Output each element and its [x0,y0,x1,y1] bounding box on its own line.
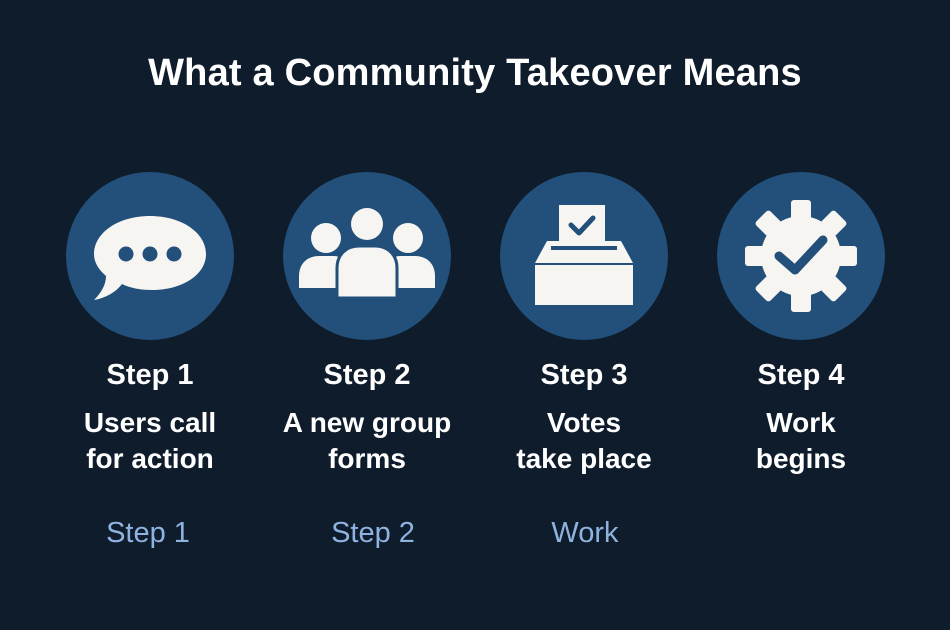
step-3-description: Votes take place [474,405,694,477]
step-4-circle [717,172,885,340]
step-4-label: Step 4 [757,359,845,391]
gear-check-icon [745,200,857,312]
step-2-desc-line2: forms [328,443,406,474]
step-4: Step 4 Work begins [691,172,911,477]
step-1-description: Users call for action [40,405,260,477]
step-1-circle [66,172,234,340]
step-2-desc-line1: A new group [282,407,452,438]
step-3-desc-line1: Votes [546,407,622,438]
page-title: What a Community Takeover Means [148,52,802,94]
step-1-desc-line1: Users call [83,407,217,438]
step-3-desc-line2: take place [516,443,652,474]
footer-label-2: Step 2 [331,517,415,549]
step-3-label: Step 3 [540,359,628,391]
step-1: Step 1 Users call for action [40,172,260,477]
group-people-icon [299,208,435,300]
step-1-label: Step 1 [106,359,194,391]
step-2-circle [283,172,451,340]
step-2-label: Step 2 [323,359,411,391]
footer-label-1: Step 1 [106,517,190,549]
step-4-desc-line1: Work [766,407,836,438]
step-3: Step 3 Votes take place [474,172,694,477]
step-2-description: A new group forms [257,405,477,477]
step-4-description: Work begins [691,405,911,477]
step-1-desc-line2: for action [86,443,214,474]
footer-label-3: Work [551,517,619,549]
speech-bubble-icon [94,216,206,300]
ballot-box-icon [535,205,633,305]
step-3-circle [500,172,668,340]
step-4-desc-line2: begins [755,443,847,474]
step-2: Step 2 A new group forms [257,172,477,477]
